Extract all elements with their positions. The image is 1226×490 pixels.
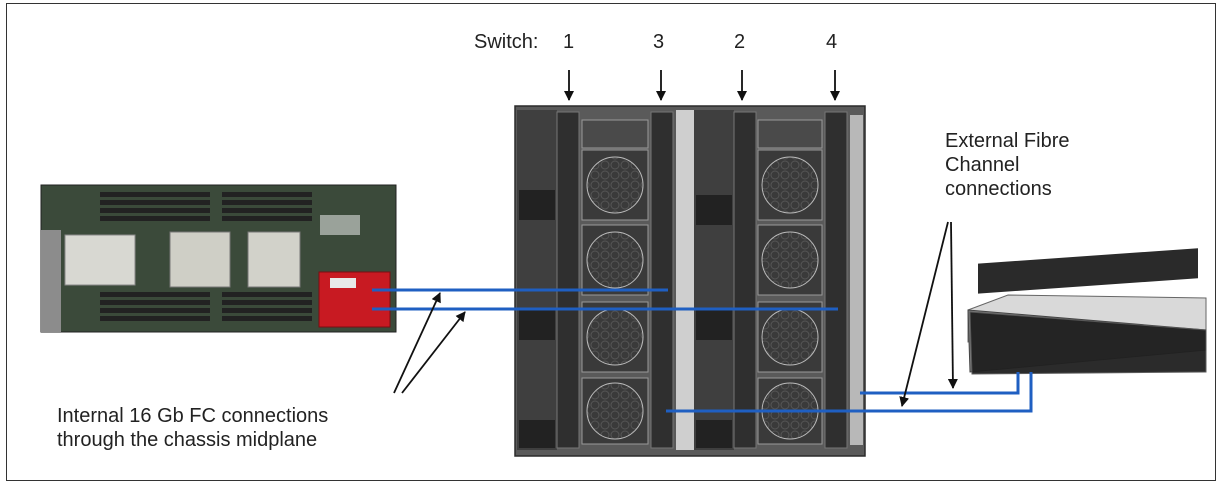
external-callout-arrows (899, 221, 958, 407)
switch-module-1 (556, 111, 580, 449)
power-supply-icon (696, 195, 732, 225)
storage-array (967, 248, 1207, 375)
callout-arrow-icon (947, 221, 958, 389)
external-fc-label: External Fibre Channel connections (945, 130, 1070, 200)
heatsink-icon (247, 231, 301, 288)
fan-icon (581, 149, 649, 221)
power-supply-icon (519, 420, 555, 448)
callout-arrow-icon (401, 311, 466, 394)
switch-label-prefix: Switch: (474, 31, 539, 53)
callout-arrow-icon (899, 221, 949, 407)
power-supply-icon (519, 190, 555, 220)
power-supply-icon (696, 420, 732, 448)
memory-dimms (100, 192, 312, 321)
switch-number-1: 1 (563, 31, 575, 53)
fan-icon (581, 377, 649, 445)
callout-arrow-icon (393, 292, 441, 394)
switch-number-4: 4 (826, 31, 838, 53)
fc-links (372, 288, 1033, 413)
power-supply-icon (519, 310, 555, 340)
fan-icon (581, 301, 649, 373)
internal-fc-label: Internal 16 Gb FC connections through th… (57, 405, 329, 451)
fc-adapter-card (318, 271, 391, 328)
power-supply-icon (696, 310, 732, 340)
fan-icon (581, 224, 649, 296)
internal-callout-arrows (393, 292, 466, 394)
switch-module-3 (650, 111, 674, 449)
fan-icon (757, 301, 823, 373)
switch-arrows (564, 70, 840, 101)
switch-number-2: 2 (734, 31, 746, 53)
external-fc-link-switch-4 (860, 372, 1020, 395)
fan-icon (757, 149, 823, 221)
fan-icon (757, 224, 823, 296)
flex-chassis-rear (514, 105, 866, 457)
compute-node-board (40, 184, 397, 333)
heatsink-icon (64, 234, 136, 286)
switch-number-3: 3 (653, 31, 665, 53)
switch-module-4 (824, 111, 848, 449)
heatsink-icon (169, 231, 231, 288)
switch-module-2 (733, 111, 757, 449)
external-fc-link-switch-3 (666, 372, 1033, 413)
